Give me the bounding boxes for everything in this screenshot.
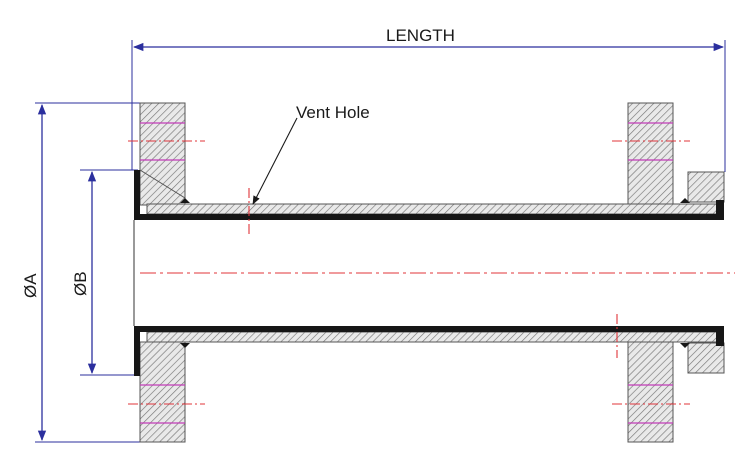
- length-dimension: LENGTH: [131, 26, 726, 172]
- bolt-holes: [128, 122, 690, 424]
- vent-hole-markers: [248, 188, 618, 358]
- pipe-liner: [134, 170, 724, 376]
- right-flange: [627, 102, 674, 443]
- length-label: LENGTH: [386, 26, 455, 45]
- vent-hole-callout: Vent Hole: [252, 103, 370, 205]
- stub-end: [687, 171, 725, 374]
- diameter-b-label: ØB: [71, 271, 90, 296]
- vent-hole-label: Vent Hole: [296, 103, 370, 122]
- diameter-b-dimension: ØB: [71, 169, 138, 376]
- diameter-a-label: ØA: [21, 273, 40, 298]
- left-flange: [139, 102, 186, 443]
